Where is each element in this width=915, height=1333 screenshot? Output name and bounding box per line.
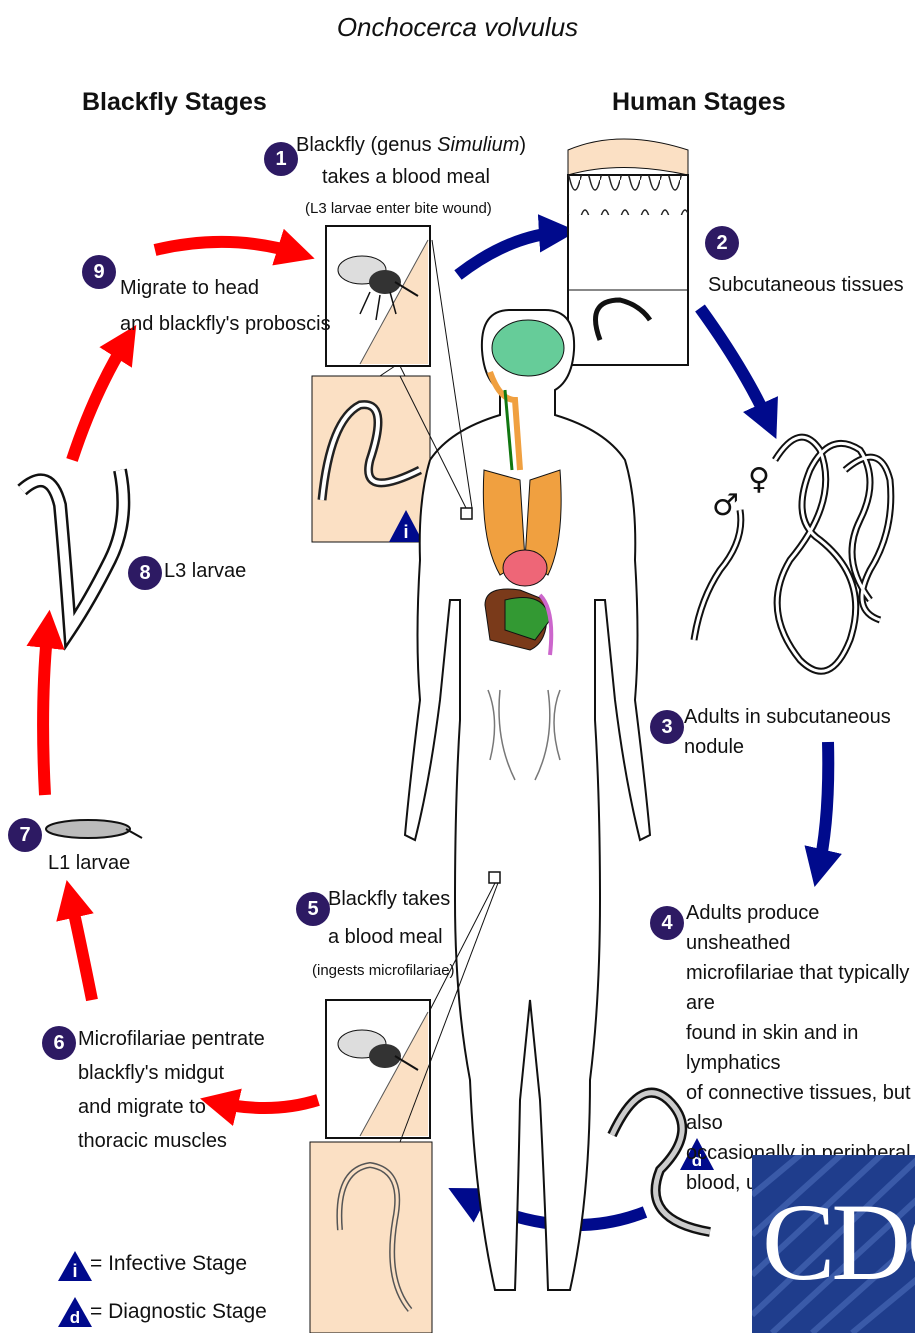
stage-6-line: and migrate to bbox=[78, 1090, 265, 1124]
stage-4-line: microfilariae that typically are bbox=[686, 958, 915, 1018]
stage-4-badge: 4 bbox=[650, 906, 684, 940]
page-title: Onchocerca volvulus bbox=[0, 12, 915, 43]
l3-larva bbox=[22, 470, 123, 630]
stage-8-label: L3 larvae bbox=[164, 556, 246, 586]
stage-2-badge: 2 bbox=[705, 226, 739, 260]
ingested-microfilaria-panel bbox=[310, 1142, 432, 1333]
svg-text:i: i bbox=[72, 1261, 77, 1281]
skin-tissue-block bbox=[568, 139, 688, 365]
stage-9-label: Migrate to head and blackfly's proboscis bbox=[120, 270, 331, 342]
male-symbol: ♂ bbox=[712, 488, 739, 523]
human-stages-header: Human Stages bbox=[612, 88, 786, 117]
stage-1-text-genus: Simulium bbox=[437, 134, 519, 156]
stage-9-line: Migrate to head bbox=[120, 270, 331, 306]
diagnostic-legend-text: = Diagnostic Stage bbox=[90, 1300, 267, 1324]
arrow-8-to-9 bbox=[72, 338, 128, 460]
stage-1-badge: 1 bbox=[264, 142, 298, 176]
blackfly-feeding-panel bbox=[326, 1000, 430, 1138]
stage-4-line: found in skin and in lymphatics bbox=[686, 1018, 915, 1078]
stage-1-label: Blackfly (genus Simulium) bbox=[296, 130, 526, 160]
arrow-1-to-2 bbox=[458, 232, 562, 275]
stage-1-text-a: Blackfly (genus bbox=[296, 134, 437, 156]
stage-8-badge: 8 bbox=[128, 556, 162, 590]
stage-1-text-b: ) bbox=[519, 134, 526, 156]
stage-6-line: Microfilariae pentrate bbox=[78, 1022, 265, 1056]
arrow-9-to-1 bbox=[155, 242, 300, 254]
cdc-logo: CDC bbox=[752, 1155, 915, 1333]
stage-5-label-1: Blackfly takes bbox=[328, 884, 450, 914]
arrow-2-to-3 bbox=[700, 308, 770, 425]
stage-1-label-line2: takes a blood meal bbox=[322, 162, 490, 192]
stage-6-line: blackfly's midgut bbox=[78, 1056, 265, 1090]
cdc-logo-text: CDC bbox=[762, 1179, 915, 1306]
legend: i = Infective Stage d = Diagnostic Stage bbox=[58, 1250, 318, 1330]
stage-7-badge: 7 bbox=[8, 818, 42, 852]
stage-5-badge: 5 bbox=[296, 892, 330, 926]
diagnostic-legend-icon: d bbox=[58, 1296, 92, 1328]
stage-6-label: Microfilariae pentrate blackfly's midgut… bbox=[78, 1022, 265, 1158]
stage-1-note: (L3 larvae enter bite wound) bbox=[305, 200, 492, 217]
svg-text:d: d bbox=[70, 1308, 80, 1327]
stage-4-line: Adults produce unsheathed bbox=[686, 898, 915, 958]
blackfly-bite-panel bbox=[326, 226, 430, 366]
stage-4-line: of connective tissues, but also bbox=[686, 1078, 915, 1138]
blackfly-stages-header: Blackfly Stages bbox=[82, 88, 267, 117]
stage-6-badge: 6 bbox=[42, 1026, 76, 1060]
stage-3-badge: 3 bbox=[650, 710, 684, 744]
l3-larva-panel bbox=[312, 366, 430, 542]
svg-text:i: i bbox=[403, 522, 408, 542]
arrow-6-to-7 bbox=[70, 895, 92, 1000]
stage-9-badge: 9 bbox=[82, 255, 116, 289]
infective-legend-text: = Infective Stage bbox=[90, 1252, 247, 1276]
adult-worms bbox=[694, 437, 891, 671]
l1-larva bbox=[46, 820, 142, 838]
stage-5-note: (ingests microfilariae) bbox=[312, 962, 455, 979]
stage-3-label: Adults in subcutaneous nodule bbox=[684, 702, 915, 762]
arrow-7-to-8 bbox=[43, 625, 48, 795]
stage-7-label: L1 larvae bbox=[48, 848, 130, 878]
stage-9-line: and blackfly's proboscis bbox=[120, 306, 331, 342]
stage-6-line: thoracic muscles bbox=[78, 1124, 265, 1158]
stage-5-label-2: a blood meal bbox=[328, 922, 443, 952]
female-symbol: ♀ bbox=[748, 462, 770, 497]
infective-legend-icon: i bbox=[58, 1250, 92, 1282]
stage-4-label: Adults produce unsheathed microfilariae … bbox=[686, 898, 915, 1198]
stage-2-label: Subcutaneous tissues bbox=[708, 270, 904, 300]
